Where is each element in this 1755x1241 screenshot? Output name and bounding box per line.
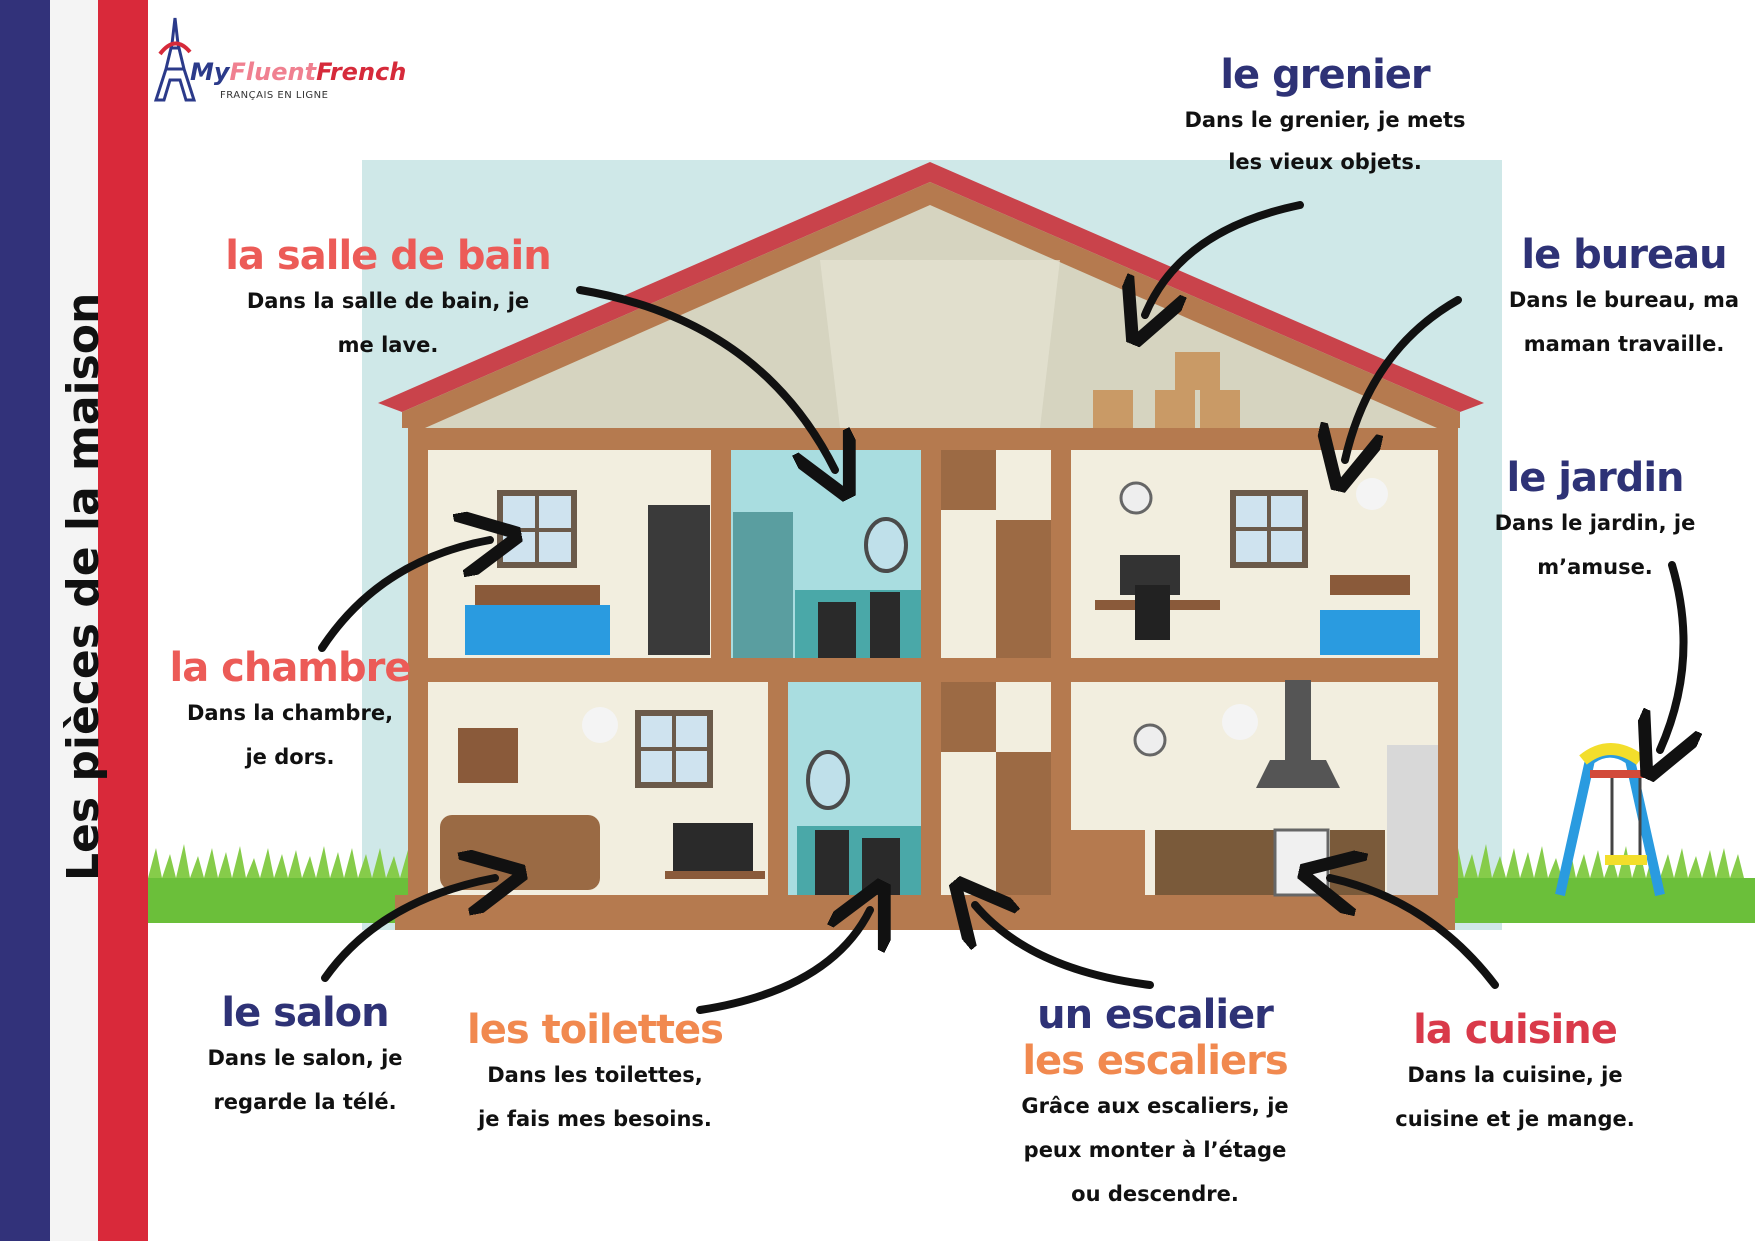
label-chambre: la chambre Dans la chambre, je dors. xyxy=(150,645,430,779)
flag-white-stripe xyxy=(50,0,98,1241)
label-desc-line: Dans les toilettes, xyxy=(487,1063,703,1087)
bureau-window xyxy=(1230,490,1308,568)
label-title: le grenier xyxy=(1220,52,1430,98)
chambre-window xyxy=(497,490,577,568)
arrow-toilettes xyxy=(696,910,870,1014)
bath-toilet xyxy=(818,602,856,658)
salon-shelf xyxy=(458,728,518,783)
arrow-escalier xyxy=(975,905,1154,989)
flag-blue-stripe xyxy=(0,0,50,1241)
label-desc-line: Dans le bureau, ma xyxy=(1508,288,1740,312)
label-bureau: le bureau Dans le bureau, ma maman trava… xyxy=(1495,232,1753,366)
attic-boxes xyxy=(1093,352,1240,428)
label-title: un escalier xyxy=(1037,992,1274,1038)
house-foundation xyxy=(395,895,1455,930)
label-desc-line: ou descendre. xyxy=(1071,1182,1239,1206)
arrow-chambre xyxy=(318,540,490,652)
arrow-salon xyxy=(321,878,495,982)
label-title: le jardin xyxy=(1506,455,1684,501)
flag-red-stripe xyxy=(98,0,148,1241)
logo-tagline: FRANÇAIS EN LIGNE xyxy=(220,90,329,101)
chambre-bookshelf xyxy=(648,505,710,655)
label-desc-line: Dans le grenier, je mets xyxy=(1184,108,1466,132)
label-desc-line: cuisine et je mange. xyxy=(1395,1107,1635,1131)
label-desc-line: Dans la cuisine, je xyxy=(1407,1063,1623,1087)
label-desc-line: Grâce aux escaliers, je xyxy=(1021,1094,1289,1118)
kitchen-clock xyxy=(1133,723,1167,757)
arrow-salle-de-bain xyxy=(576,286,835,470)
label-title: le salon xyxy=(221,990,389,1036)
label-desc-line: Dans la salle de bain, je xyxy=(246,289,530,313)
kitchen-hood xyxy=(1256,760,1340,788)
label-jardin: le jardin Dans le jardin, je m’amuse. xyxy=(1480,455,1710,589)
arrow-jardin xyxy=(1660,561,1684,750)
label-desc-line: me lave. xyxy=(337,333,439,357)
salon-sofa xyxy=(440,815,600,890)
label-desc-line: les vieux objets. xyxy=(1228,150,1422,174)
label-desc-line: peux monter à l’étage xyxy=(1023,1138,1287,1162)
label-grenier: le grenier Dans le grenier, je mets les … xyxy=(1150,52,1500,184)
eiffel-tower-icon xyxy=(153,17,197,102)
label-desc-line: maman travaille. xyxy=(1523,332,1725,356)
label-desc-line: Dans le jardin, je xyxy=(1494,511,1696,535)
label-title: la chambre xyxy=(169,645,412,691)
arrow-bureau xyxy=(1345,296,1462,460)
label-escalier: un escalier les escaliers Grâce aux esca… xyxy=(1000,992,1310,1216)
shower xyxy=(733,512,793,658)
label-title: le bureau xyxy=(1521,232,1727,278)
bureau-clock xyxy=(1119,481,1153,515)
label-desc-line: regarde la télé. xyxy=(213,1090,397,1114)
label-title: la salle de bain xyxy=(225,233,551,279)
label-title: les toilettes xyxy=(467,1007,724,1053)
logo-wordmark: MyFluentFrench xyxy=(190,58,407,86)
label-desc-line: je fais mes besoins. xyxy=(478,1107,712,1131)
label-title-plural: les escaliers xyxy=(1022,1038,1288,1084)
grass-right xyxy=(1450,844,1755,923)
kitchen-counter xyxy=(1155,830,1280,895)
arrow-cuisine xyxy=(1330,878,1499,989)
chambre-bed xyxy=(465,605,610,655)
garden-swing xyxy=(1555,743,1665,897)
label-desc-line: Dans la chambre, xyxy=(186,701,394,725)
kitchen-fridge xyxy=(1387,745,1438,895)
label-salon: le salon Dans le salon, je regarde la té… xyxy=(175,990,435,1124)
kitchen-table xyxy=(1070,830,1145,895)
label-cuisine: la cuisine Dans la cuisine, je cuisine e… xyxy=(1380,1007,1650,1141)
label-desc-line: m’amuse. xyxy=(1537,555,1653,579)
label-desc-line: Dans le salon, je xyxy=(207,1046,403,1070)
label-toilettes: les toilettes Dans les toilettes, je fai… xyxy=(445,1007,745,1141)
brand-logo: MyFluentFrench FRANÇAIS EN LIGNE xyxy=(150,14,406,104)
label-desc-line: je dors. xyxy=(245,745,335,769)
kitchen-oven xyxy=(1273,828,1330,897)
wc-toilet xyxy=(862,838,900,895)
grass-left xyxy=(148,844,418,923)
label-salle-de-bain: la salle de bain Dans la salle de bain, … xyxy=(188,233,588,367)
bureau-bed xyxy=(1320,610,1420,655)
salon-tv xyxy=(673,823,753,871)
label-title: la cuisine xyxy=(1413,1007,1618,1053)
arrow-grenier xyxy=(1145,201,1304,315)
salon-window xyxy=(635,710,713,788)
